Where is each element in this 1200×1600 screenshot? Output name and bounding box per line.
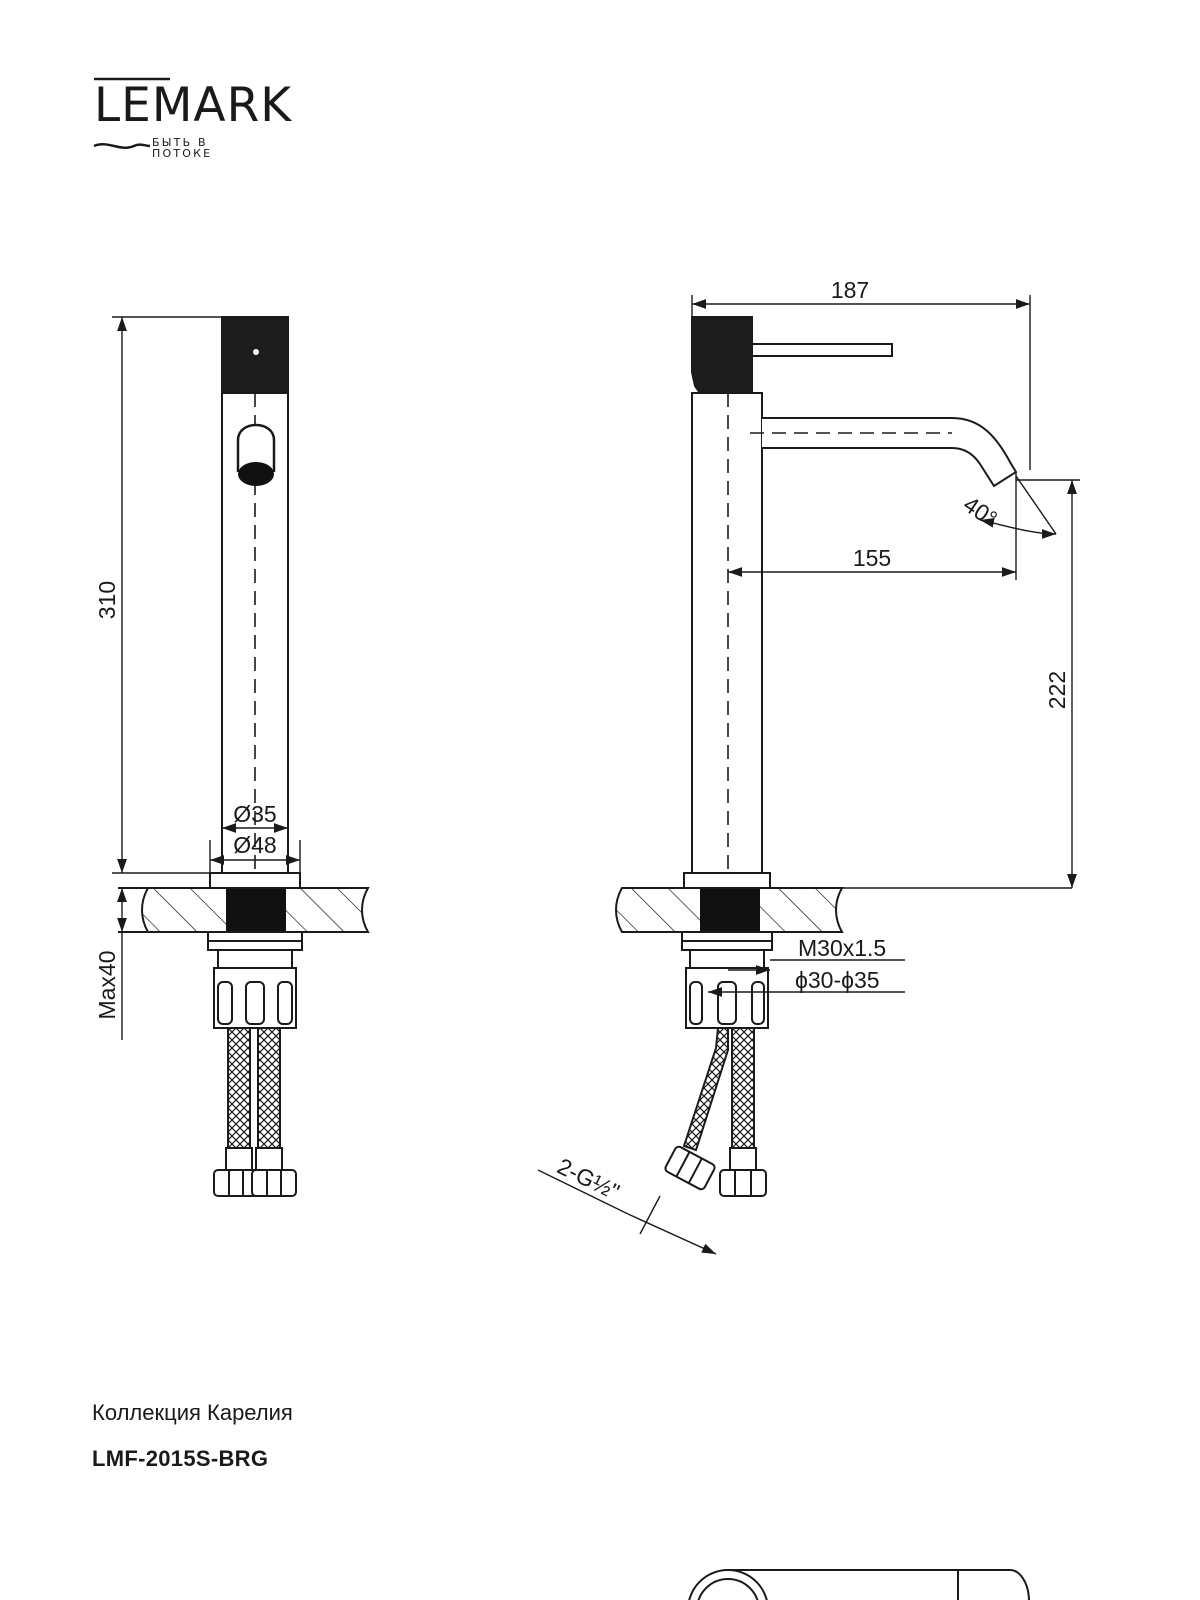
dim-spout-height: 222	[1044, 671, 1070, 709]
dim-hose-connection: 2-G½"	[553, 1153, 623, 1205]
top-view	[688, 1569, 1030, 1600]
dim-max-thickness: Max40	[94, 950, 120, 1019]
dim-hole-diameter: ϕ30-ϕ35	[795, 967, 880, 993]
logo-tagline: БЫТЬ В ПОТОКЕ	[152, 136, 213, 160]
logo-graphic	[93, 77, 170, 149]
front-dimensions	[112, 316, 301, 1040]
side-dimensions	[537, 295, 1080, 1255]
dim-diameter-base: Ø48	[233, 832, 276, 858]
dim-thread: M30x1.5	[798, 935, 886, 961]
logo-wordmark: LEMARK	[94, 78, 293, 133]
front-handle-knurl	[221, 316, 289, 394]
dim-height-total: 310	[94, 581, 120, 619]
model-number: LMF-2015S-BRG	[92, 1446, 269, 1471]
side-view	[615, 316, 1072, 1197]
side-spout	[762, 417, 1018, 488]
side-body	[691, 392, 763, 874]
collection-name: Коллекция Карелия	[92, 1400, 293, 1425]
front-countertop	[118, 887, 370, 933]
side-countertop	[615, 887, 1072, 933]
front-view	[118, 316, 370, 1197]
dim-overall-reach: 187	[831, 277, 869, 303]
dim-spout-angle: 40°	[959, 491, 1002, 532]
dim-spout-reach: 155	[853, 545, 891, 571]
side-lever	[751, 343, 893, 357]
dim-diameter-body: Ø35	[233, 801, 276, 827]
